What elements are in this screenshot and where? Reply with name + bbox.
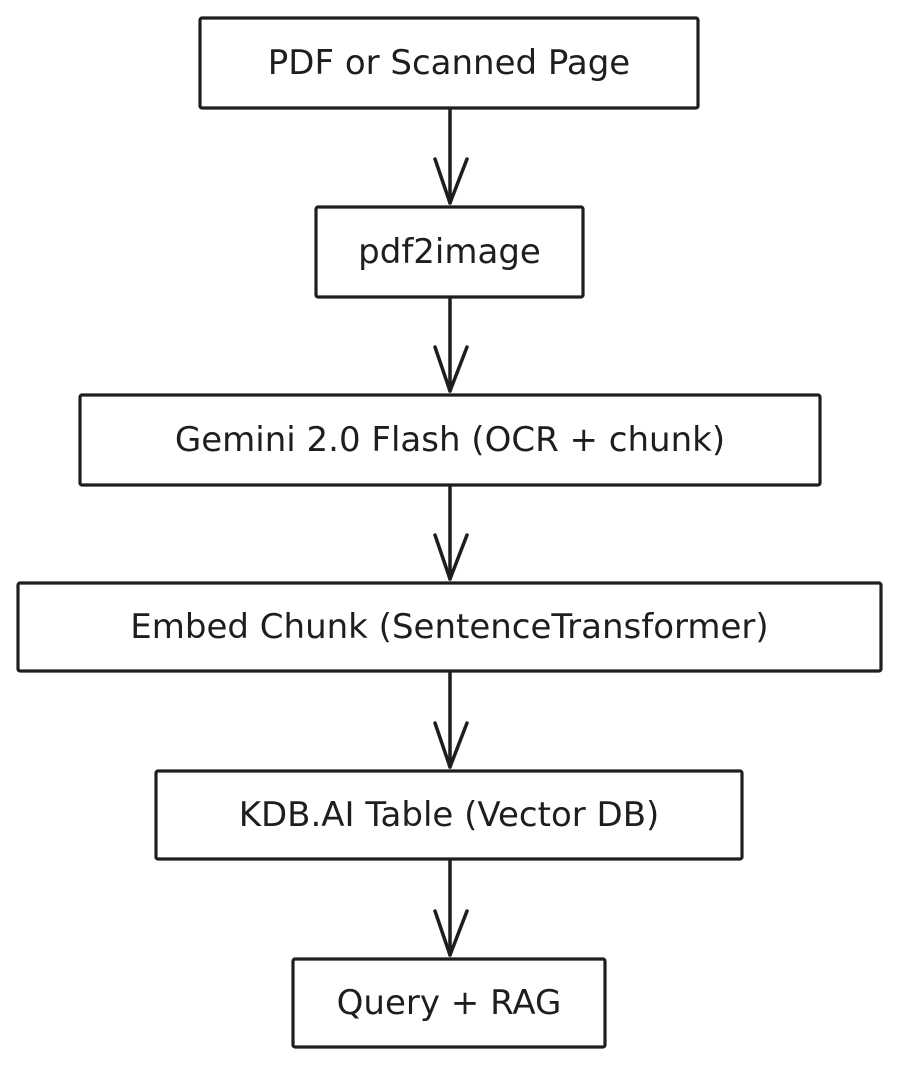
node-label: Embed Chunk (SentenceTransformer) — [130, 607, 768, 647]
flow-node: KDB.AI Table (Vector DB) — [154, 769, 744, 861]
arrow-head-icon — [433, 721, 469, 769]
node-box — [154, 769, 744, 861]
flow-edge — [433, 295, 469, 393]
flow-node: Gemini 2.0 Flash (OCR + chunk) — [78, 393, 822, 487]
arrow-head-icon — [433, 909, 469, 957]
flow-node: pdf2image — [314, 205, 585, 299]
flow-node: Query + RAG — [291, 957, 607, 1049]
node-label: KDB.AI Table (Vector DB) — [239, 795, 660, 835]
edges — [433, 106, 469, 957]
flow-edge — [433, 483, 469, 581]
flow-edge — [433, 106, 469, 205]
flow-node: Embed Chunk (SentenceTransformer) — [16, 581, 883, 673]
flow-edge — [433, 857, 469, 957]
node-box — [78, 393, 822, 487]
arrow-head-icon — [433, 157, 469, 205]
flow-node: PDF or Scanned Page — [198, 16, 700, 110]
node-label: PDF or Scanned Page — [268, 43, 630, 83]
node-box — [314, 205, 585, 299]
node-box — [291, 957, 607, 1049]
node-box — [198, 16, 700, 110]
flow-edge — [433, 669, 469, 769]
node-label: pdf2image — [358, 232, 541, 272]
node-label: Gemini 2.0 Flash (OCR + chunk) — [175, 420, 725, 460]
arrow-head-icon — [433, 533, 469, 581]
node-box — [16, 581, 883, 673]
arrow-head-icon — [433, 345, 469, 393]
node-label: Query + RAG — [337, 983, 562, 1023]
